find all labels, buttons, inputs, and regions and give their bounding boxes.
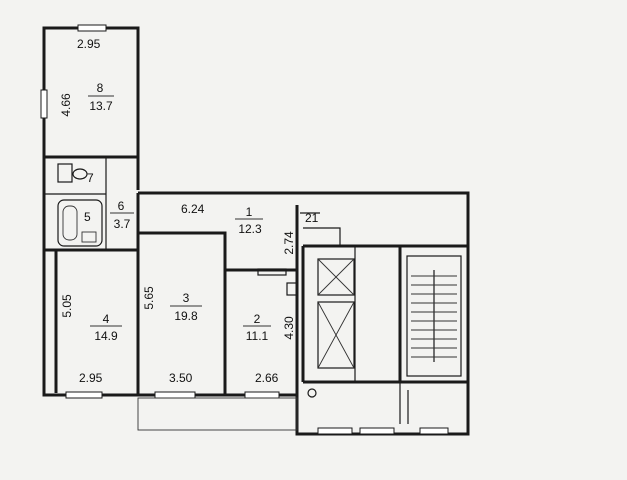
room-5-number: 5 — [84, 210, 91, 224]
stair-outline — [406, 255, 462, 377]
dim-room8-width: 2.95 — [77, 37, 101, 51]
dim-room4-width: 2.95 — [79, 371, 103, 385]
bathtub — [57, 199, 103, 247]
room-2-area: 11.1 — [246, 329, 269, 343]
windows — [40, 24, 449, 435]
balcony-slab — [137, 397, 298, 431]
dim-room4-length: 5.05 — [60, 294, 74, 318]
riser-circle — [307, 388, 317, 398]
room-8-number: 8 — [97, 81, 104, 95]
toilet — [57, 163, 88, 183]
room-3-number: 3 — [183, 291, 190, 305]
dim-room8-length: 4.66 — [59, 93, 73, 117]
room-1-area: 12.3 — [238, 222, 262, 236]
dim-room1-width: 6.24 — [181, 202, 205, 216]
staircase — [406, 255, 462, 377]
dim-room1-length: 2.74 — [282, 231, 296, 255]
room-4-area: 14.9 — [94, 329, 118, 343]
room-8-area: 13.7 — [89, 99, 113, 113]
dim-room2-length: 4.30 — [282, 316, 296, 340]
room-21-number: 21 — [305, 211, 319, 225]
room-2-number: 2 — [254, 312, 261, 326]
radiator — [257, 268, 287, 276]
room-7-number: 7 — [87, 171, 94, 185]
dimension-labels: 2.95 4.66 6.24 2.74 5.65 3.50 5.05 2.95 … — [59, 37, 296, 385]
room-1-number: 1 — [246, 205, 253, 219]
room-3-area: 19.8 — [174, 309, 198, 323]
room-6-area: 3.7 — [114, 217, 131, 231]
room-6-number: 6 — [118, 199, 125, 213]
elevator-shafts — [317, 258, 355, 369]
interior-walls — [44, 155, 468, 424]
room-4-number: 4 — [103, 312, 110, 326]
duct — [286, 282, 298, 296]
dim-room3-width: 3.50 — [169, 371, 193, 385]
room-labels: 8 13.7 7 6 3.7 5 1 12.3 21 3 19.8 2 11.1… — [84, 81, 319, 343]
dim-room2-width: 2.66 — [255, 371, 279, 385]
dim-room3-length: 5.65 — [142, 286, 156, 310]
